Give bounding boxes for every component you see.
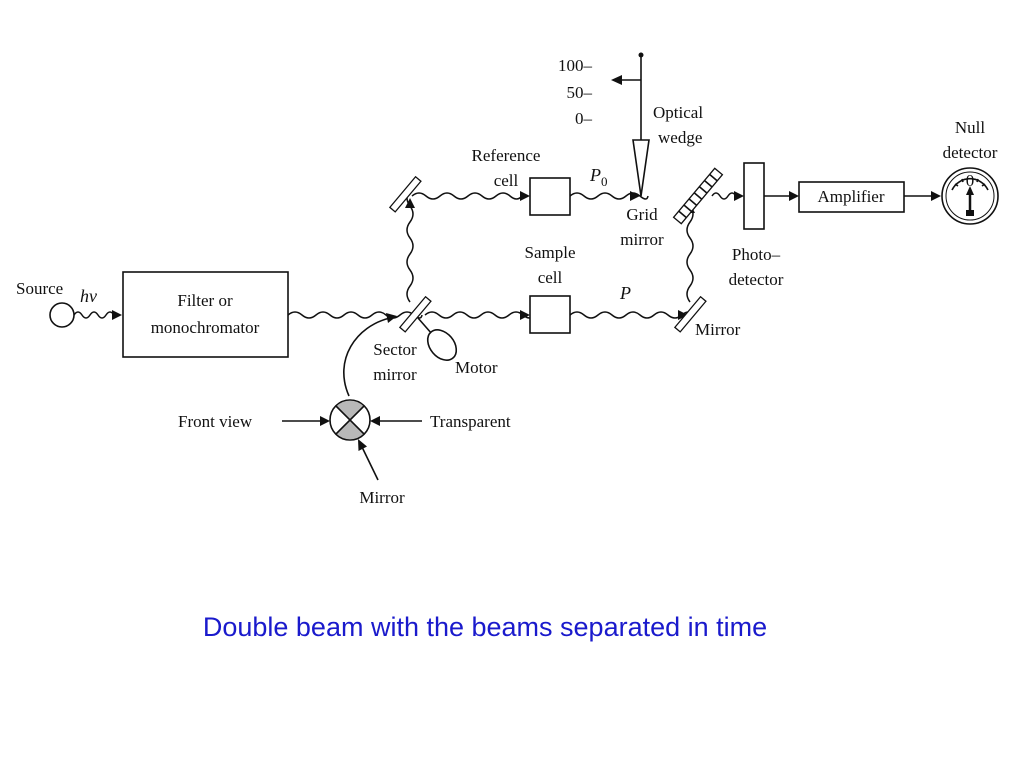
meter-tick-2	[961, 178, 964, 183]
grid-label-line2: mirror	[620, 230, 664, 249]
grid-to-detector-beam	[711, 192, 737, 200]
source-beam-arrowhead	[112, 310, 122, 320]
optical-label-line2: wedge	[658, 128, 702, 147]
bottom-right-mirror	[673, 295, 707, 333]
reference-beam-2-arrowhead	[630, 191, 640, 201]
sample-beam-2	[569, 311, 693, 319]
filter-label-line1: Filter or	[177, 291, 233, 310]
grid-mirror	[672, 167, 724, 225]
meter-needle-tip	[966, 186, 974, 195]
vertical-beam-left-arrowhead	[405, 198, 415, 208]
scale-50: 50–	[567, 83, 593, 102]
null-label-line1: Null	[955, 118, 986, 137]
sector-label-line2: mirror	[373, 365, 417, 384]
source-lamp	[49, 302, 75, 328]
mirror-bottom-arrow	[361, 446, 379, 481]
filter-to-sector-beam	[287, 311, 423, 319]
scale-0: 0–	[575, 109, 593, 128]
reference-beam-1	[411, 192, 523, 200]
sample-label-line1: Sample	[525, 243, 576, 262]
source-label: Source	[16, 279, 63, 298]
grid-to-detector-arrowhead	[734, 191, 744, 201]
null-detector-meter-inner	[945, 171, 995, 221]
sample-cell	[529, 295, 571, 334]
p0-subscript: 0	[601, 174, 608, 189]
sector-label-line1: Sector	[373, 340, 417, 359]
scale-100: 100–	[558, 56, 593, 75]
sector-mirror	[398, 295, 432, 333]
wedge-pivot	[638, 52, 644, 58]
grid-label-line1: Grid	[626, 205, 658, 224]
photodetector	[743, 162, 765, 230]
photo-label-line2: detector	[729, 270, 784, 289]
mirror-bottom-label: Mirror	[359, 488, 405, 507]
amplifier-to-null-arrowhead	[931, 191, 941, 201]
mirror-right-label: Mirror	[695, 320, 741, 339]
meter-zero-label: 0	[966, 171, 975, 190]
reference-cell	[529, 177, 571, 216]
meter-scale	[951, 177, 989, 191]
p0-label: P0	[589, 165, 608, 189]
p-label: P	[619, 283, 631, 303]
null-label-line2: detector	[943, 143, 998, 162]
filter-monochromator-box	[122, 271, 289, 358]
meter-needle-base	[966, 210, 974, 216]
source-beam	[73, 311, 115, 319]
filter-label-line2: monochromator	[151, 318, 260, 337]
sample-beam-1-arrowhead	[520, 310, 530, 320]
motor-shaft	[417, 317, 433, 335]
scale-pointer-arrowhead	[611, 75, 622, 85]
meter-tick-3	[976, 178, 979, 183]
hv-label: hν	[80, 286, 97, 306]
motor-label: Motor	[455, 358, 498, 377]
amplifier-box	[798, 181, 905, 213]
caption: Double beam with the beams separated in …	[202, 612, 768, 642]
sample-label-line2: cell	[538, 268, 563, 287]
front-view-label: Front view	[178, 412, 253, 431]
disc-cross-b	[335, 405, 365, 435]
meter-tick-4	[981, 183, 986, 187]
transparent-arrowhead	[370, 416, 380, 426]
sample-beam-1	[424, 311, 536, 319]
sample-beam-2-arrowhead	[678, 310, 688, 320]
top-left-mirror	[388, 175, 422, 213]
reference-label-line2: cell	[494, 171, 519, 190]
reference-label-line1: Reference	[472, 146, 541, 165]
optical-wedge	[632, 139, 650, 197]
vertical-beam-right	[686, 205, 694, 303]
front-view-lead-arrowhead	[386, 313, 397, 323]
detector-to-amplifier-arrowhead	[789, 191, 799, 201]
meter-tick-1	[954, 183, 959, 187]
front-view-lead	[343, 317, 391, 397]
mirror-bottom-arrowhead	[358, 439, 367, 451]
motor	[426, 329, 458, 361]
transparent-label: Transparent	[430, 412, 511, 431]
amplifier-label: Amplifier	[817, 187, 884, 206]
front-view-arrowhead	[320, 416, 330, 426]
optical-label-line1: Optical	[653, 103, 703, 122]
reference-beam-1-arrowhead	[520, 191, 530, 201]
photo-label-line1: Photo–	[732, 245, 781, 264]
